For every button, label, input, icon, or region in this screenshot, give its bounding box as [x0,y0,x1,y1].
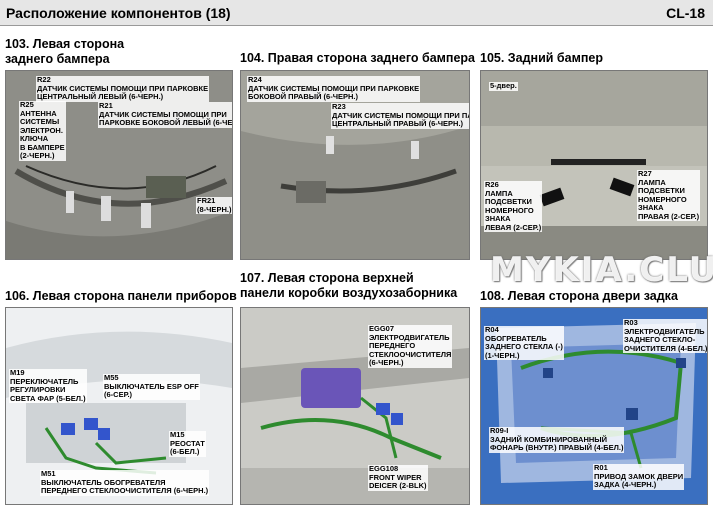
label-r27: R27 ЛАМПА ПОДСВЕТКИ НОМЕРНОГО ЗНАКА ПРАВ… [637,169,701,221]
illustration-108-tailgate-left: R04 ОБОГРЕВАТЕЛЬ ЗАДНЕГО СТЕКЛА (-) (1-Ч… [480,307,708,505]
section-105-title: 105. Задний бампер [480,51,603,65]
label-r04: R04 ОБОГРЕВАТЕЛЬ ЗАДНЕГО СТЕКЛА (-) (1-Ч… [484,325,564,360]
label-r25: R25 АНТЕННА СИСТЕМЫ ЭЛЕКТРОН. КЛЮЧА В БА… [19,100,66,161]
section-108-title: 108. Левая сторона двери задка [480,289,678,303]
label-r24: R24 ДАТЧИК СИСТЕМЫ ПОМОЩИ ПРИ ПАРКОВКЕ Б… [247,75,421,102]
section-106-title: 106. Левая сторона панели приборов [5,289,237,303]
illustration-107-cowl-box-upper-left: EGG07 ЭЛЕКТРОДВИГАТЕЛЬ ПЕРЕДНЕГО СТЕКЛОО… [240,307,470,505]
label-m19: M19 ПЕРЕКЛЮЧАТЕЛЬ РЕГУЛИРОВКИ СВЕТА ФАР … [9,368,87,403]
section-103-title: 103. Левая сторона заднего бампера [5,37,125,66]
label-r03: R03 ЭЛЕКТРОДВИГАТЕЛЬ ЗАДНЕГО СТЕКЛО- ОЧИ… [623,318,708,353]
label-r22: R22 ДАТЧИК СИСТЕМЫ ПОМОЩИ ПРИ ПАРКОВКЕ Ц… [36,75,210,102]
label-egg108: EGG108 FRONT WIPER DEICER (2-BLK) [368,464,428,491]
photo-103-rear-bumper-left: R22 ДАТЧИК СИСТЕМЫ ПОМОЩИ ПРИ ПАРКОВКЕ Ц… [5,70,233,260]
photo-105-rear-bumper: 5-двер. R26 ЛАМПА ПОДСВЕТКИ НОМЕРНОГО ЗН… [480,70,708,260]
label-egg07: EGG07 ЭЛЕКТРОДВИГАТЕЛЬ ПЕРЕДНЕГО СТЕКЛОО… [368,324,453,368]
page-header: Расположение компонентов (18) CL-18 [0,0,713,26]
label-r21: R21 ДАТЧИК СИСТЕМЫ ПОМОЩИ ПРИ ПАРКОВКЕ Б… [98,101,232,128]
label-r23: R23 ДАТЧИК СИСТЕМЫ ПОМОЩИ ПРИ ПАРКОВКЕ Ц… [331,102,469,129]
section-107-title: 107. Левая сторона верхней панели коробк… [240,271,458,300]
illustration-106-instrument-panel-left: M19 ПЕРЕКЛЮЧАТЕЛЬ РЕГУЛИРОВКИ СВЕТА ФАР … [5,307,233,505]
label-5-door: 5-двер. [489,81,518,91]
label-m55: M55 ВЫКЛЮЧАТЕЛЬ ESP OFF (6-СЕР.) [103,373,200,400]
label-r09-i: R09-I ЗАДНИЙ КОМБИНИРОВАННЫЙ ФОНАРЬ (ВНУ… [489,426,625,453]
section-104-title: 104. Правая сторона заднего бампера [240,51,475,65]
watermark-text: MYKIA.CLUB [490,250,713,290]
illustration-107-drawing [241,308,469,504]
photo-104-illustration [241,71,469,259]
label-r26: R26 ЛАМПА ПОДСВЕТКИ НОМЕРНОГО ЗНАКА ЛЕВА… [484,180,543,232]
page-title: Расположение компонентов (18) [6,5,231,21]
photo-104-rear-bumper-right: R24 ДАТЧИК СИСТЕМЫ ПОМОЩИ ПРИ ПАРКОВКЕ Б… [240,70,470,260]
label-fr21: FR21 (8-ЧЕРН.) [196,196,232,214]
label-m15: M15 РЕОСТАТ (6-БЕЛ.) [169,430,206,457]
page-code: CL-18 [666,5,705,21]
label-m51: M51 ВЫКЛЮЧАТЕЛЬ ОБОГРЕВАТЕЛЯ ПЕРЕДНЕГО С… [40,469,210,496]
label-r01: R01 ПРИВОД ЗАМОК ДВЕРИ ЗАДКА (4-ЧЕРН.) [593,463,685,490]
